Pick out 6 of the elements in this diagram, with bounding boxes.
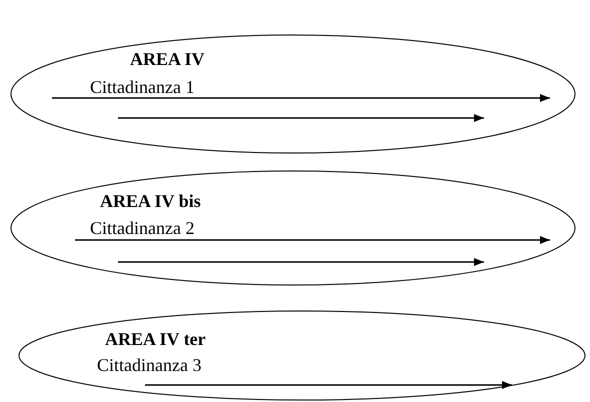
area-heading: AREA IV — [130, 48, 205, 70]
area-heading: AREA IV bis — [100, 190, 201, 212]
area-subtitle: Cittadinanza 2 — [90, 217, 194, 239]
area-subtitle: Cittadinanza 1 — [90, 76, 194, 98]
area-subtitle: Cittadinanza 3 — [97, 354, 202, 376]
area-heading: AREA IV ter — [105, 328, 206, 350]
